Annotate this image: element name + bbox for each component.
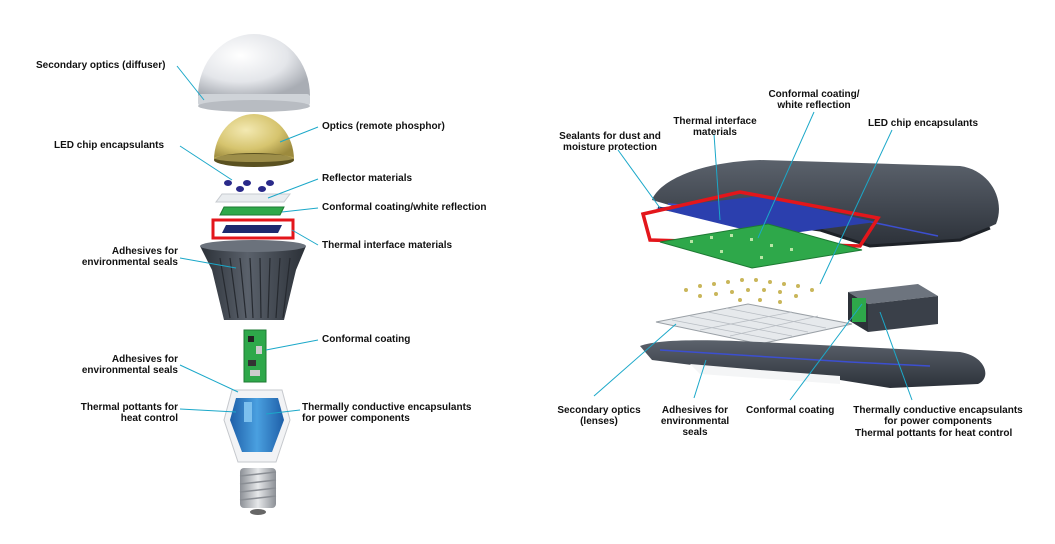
label-bulb-thermal-pottants: Thermal pottants for heat control xyxy=(50,402,178,424)
led-bulb-exploded xyxy=(198,34,310,515)
streetlight-highlight xyxy=(640,190,881,248)
label-bulb-thermal-interface: Thermal interface materials xyxy=(322,240,453,251)
leader-lines xyxy=(176,65,913,415)
label-line: seals xyxy=(682,427,708,438)
label-bulb-reflector: Reflector materials xyxy=(322,173,413,184)
label-line: Adhesives for xyxy=(111,354,178,365)
label-line: Thermal interface xyxy=(673,116,757,127)
label-line: Conformal coating/ xyxy=(768,89,860,100)
streetlight-thermal-pad xyxy=(656,196,876,236)
led-pcb xyxy=(219,206,285,216)
label-line: environmental seals xyxy=(81,257,178,268)
label-bulb-conformal-white: Conformal coating/white reflection xyxy=(322,202,487,213)
lower-housing xyxy=(640,340,986,388)
label-line: environmental seals xyxy=(81,365,178,376)
label-line: Secondary optics xyxy=(557,405,641,416)
driver-box xyxy=(848,284,938,332)
led-chips xyxy=(224,180,274,192)
label-line: Adhesives for xyxy=(111,246,178,257)
label-line: Thermally conductive encapsulants xyxy=(302,402,472,413)
label-line: white reflection xyxy=(777,100,851,111)
label-bulb-optics-phosphor: Optics (remote phosphor) xyxy=(322,121,445,132)
label-bulb-led-encapsulants: LED chip encapsulants xyxy=(54,140,165,151)
label-sl-secondary-optics: Secondary optics (lenses) xyxy=(552,405,646,427)
label-line: environmental xyxy=(660,416,730,427)
label-sl-sealants: Sealants for dust and moisture protectio… xyxy=(554,131,666,153)
label-line: Thermally conductive encapsulants xyxy=(853,405,1023,416)
driver-housing xyxy=(223,389,291,463)
thermal-interface-pad xyxy=(222,225,282,233)
label-bulb-thermally-conductive: Thermally conductive encapsulants for po… xyxy=(302,402,472,424)
label-bulb-adhesives-top: Adhesives for environmental seals xyxy=(60,246,178,268)
streetlight-led-chips xyxy=(684,278,814,304)
screw-base xyxy=(239,468,277,515)
label-sl-led-encapsulants: LED chip encapsulants xyxy=(868,118,979,129)
label-line: Thermal pottants for xyxy=(80,402,178,413)
label-line: for power components xyxy=(302,413,410,424)
label-bulb-adhesives-bottom: Adhesives for environmental seals xyxy=(60,354,178,376)
label-sl-thermal-pottants: Thermal pottants for heat control xyxy=(855,428,1013,439)
thermal-interface-highlight xyxy=(211,218,295,240)
label-line: Adhesives for xyxy=(661,405,729,416)
label-line: moisture protection xyxy=(563,142,657,153)
label-sl-thermal-interface: Thermal interface materials xyxy=(660,116,770,138)
heat-sink xyxy=(200,240,306,320)
label-line: (lenses) xyxy=(580,416,618,427)
remote-phosphor-dome xyxy=(214,114,294,167)
label-sl-conformal-coating: Conformal coating xyxy=(746,405,835,416)
diffuser-dome xyxy=(198,34,310,112)
label-line: heat control xyxy=(120,413,178,424)
label-sl-thermally-conductive: Thermally conductive encapsulants for po… xyxy=(848,405,1028,427)
streetlight-exploded xyxy=(640,160,999,388)
lens-array xyxy=(655,303,853,345)
label-sl-conformal-white: Conformal coating/ white reflection xyxy=(756,89,872,111)
streetlight-led-board xyxy=(659,223,863,269)
label-line: for power components xyxy=(884,416,992,427)
label-line: Sealants for dust and xyxy=(559,131,661,142)
reflector-plate xyxy=(215,193,291,203)
label-bulb-secondary-optics: Secondary optics (diffuser) xyxy=(36,60,166,71)
label-bulb-conformal-coating: Conformal coating xyxy=(322,334,411,345)
driver-board xyxy=(243,329,267,383)
label-line: materials xyxy=(693,127,737,138)
label-sl-adhesives: Adhesives for environmental seals xyxy=(650,405,740,438)
